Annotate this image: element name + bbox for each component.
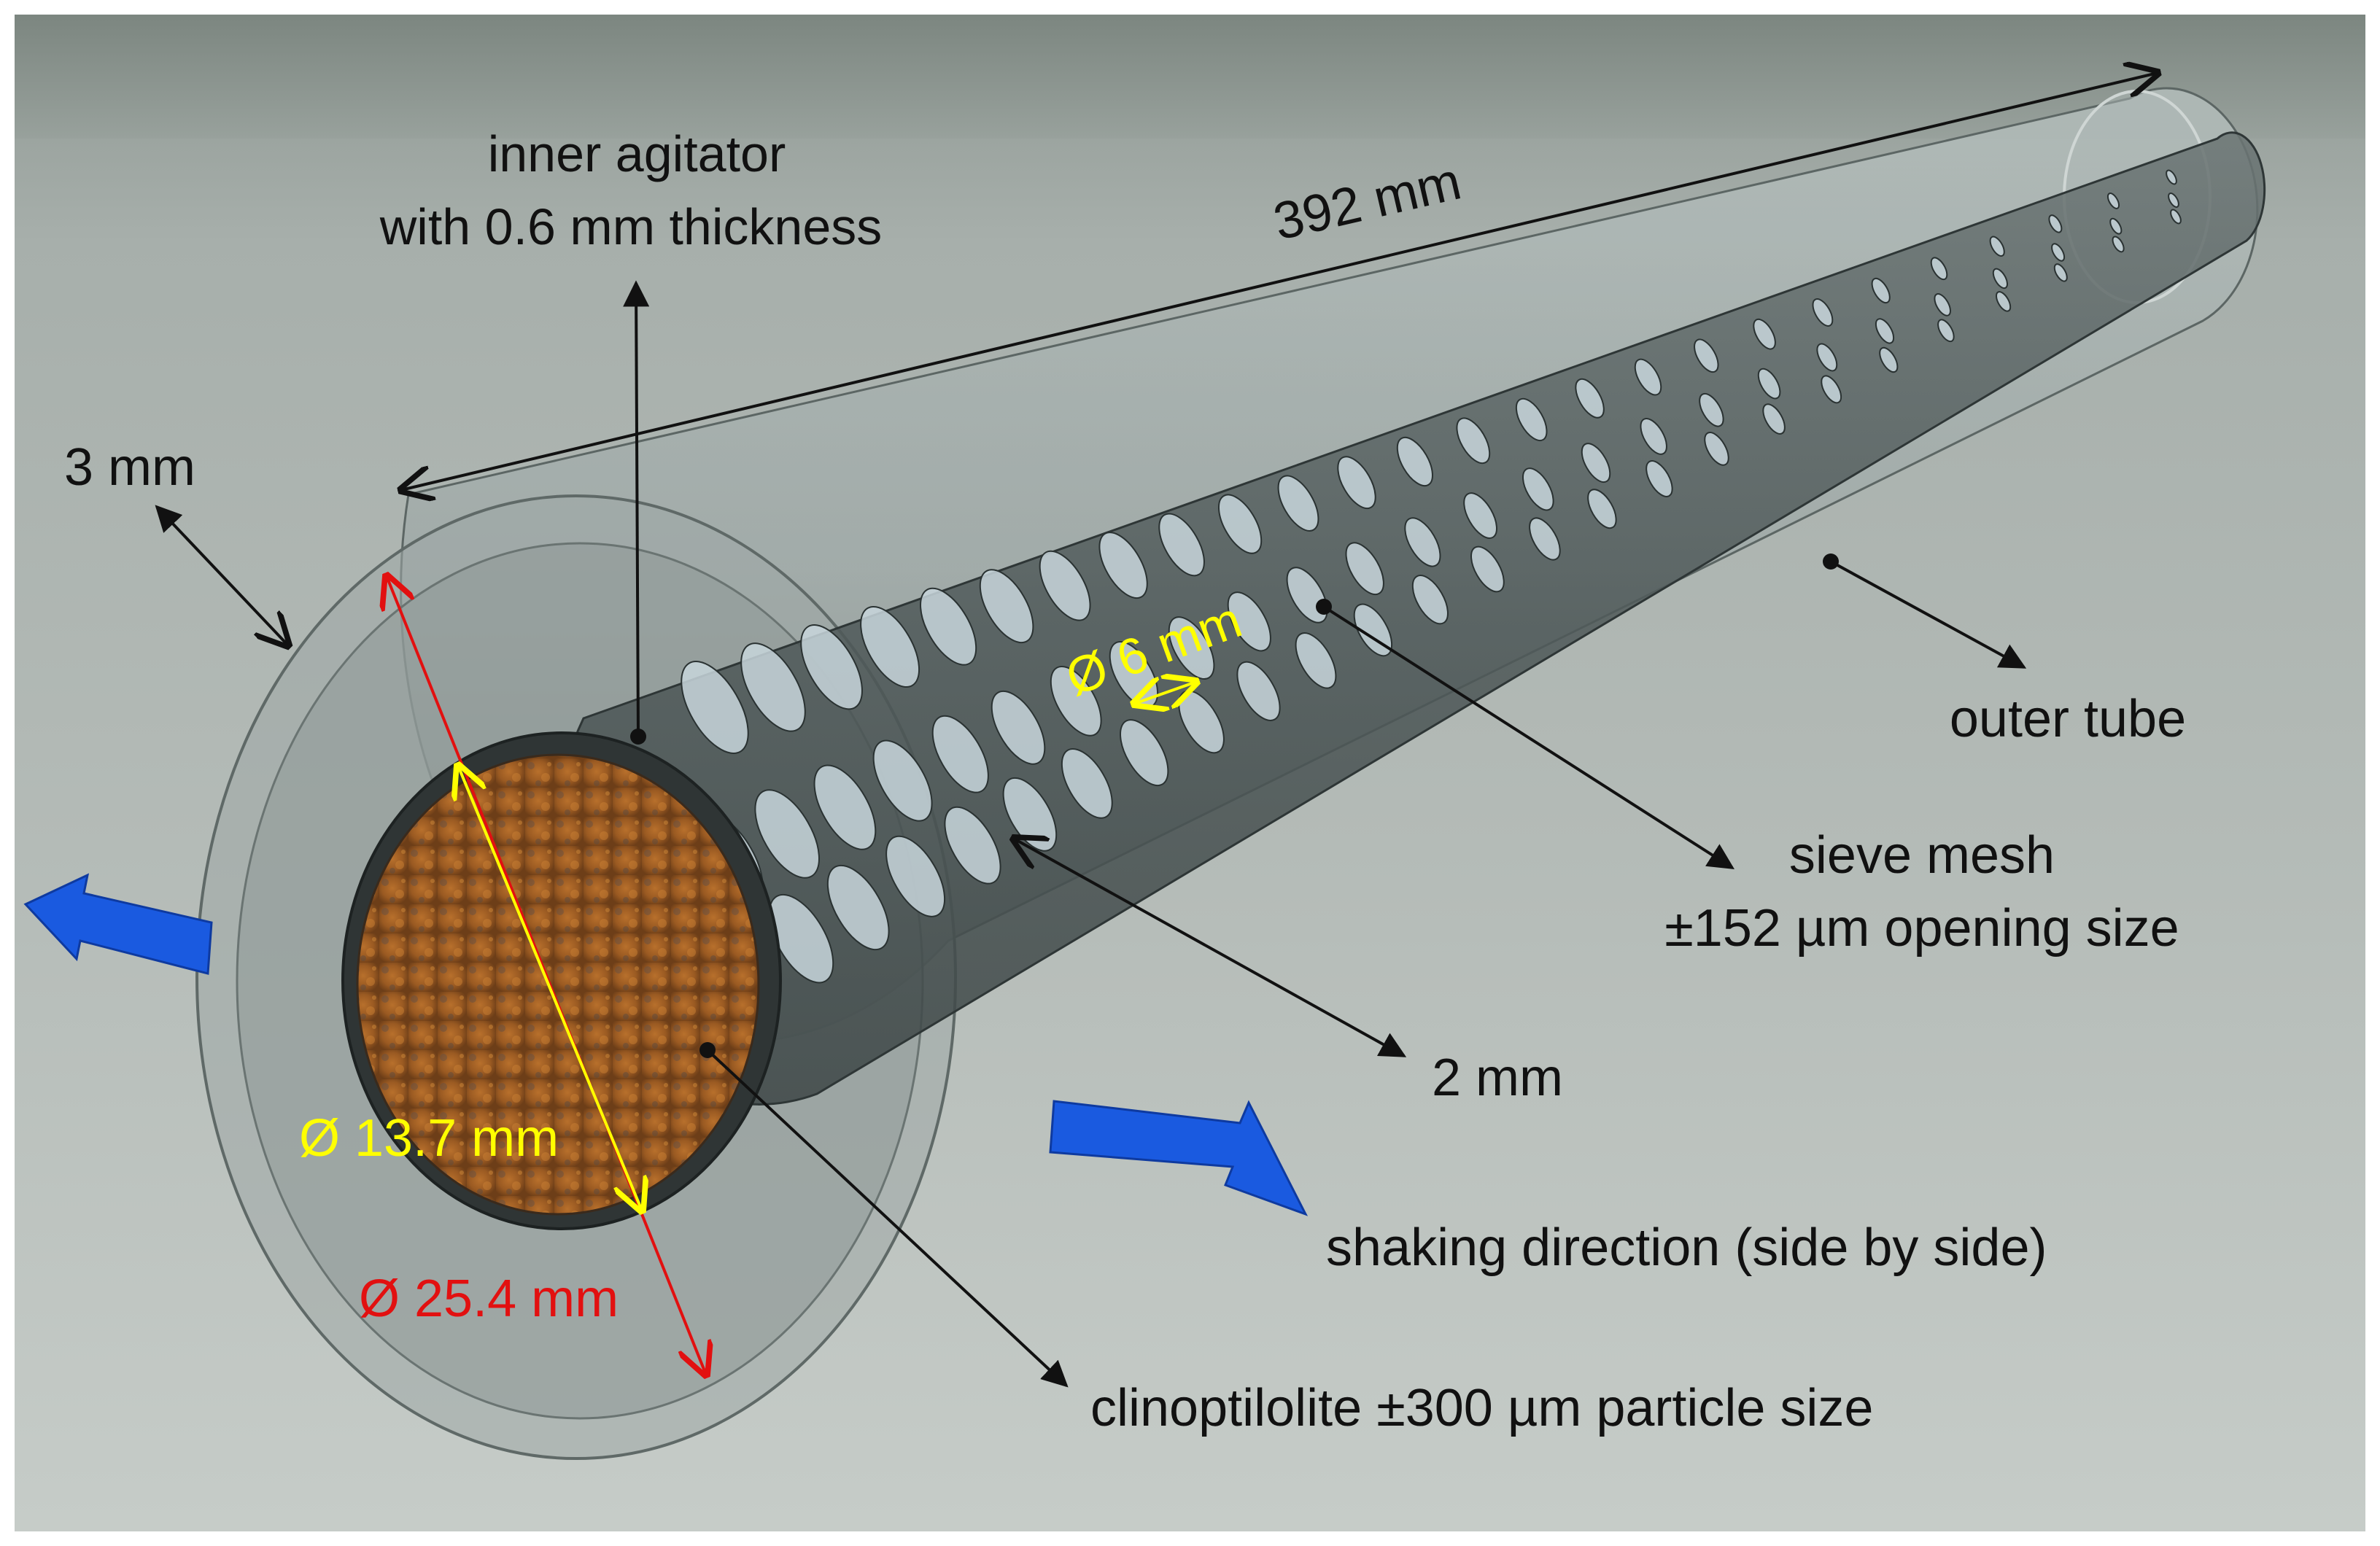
sieve-hole [979, 569, 1034, 644]
horizon-band [15, 15, 2365, 139]
clinoptilolite-label: clinoptilolite ±300 µm particle size [1090, 1379, 1873, 1437]
sieve-hole [1120, 719, 1169, 787]
sieve-hole [1411, 575, 1449, 625]
length-dimension-line [401, 73, 2158, 490]
outer-tube-label: outer tube [1950, 690, 2186, 748]
sieve-hole [740, 642, 806, 732]
sieve-hole [2166, 169, 2177, 185]
sieve-hole [1098, 532, 1148, 599]
sieve-hole [1295, 632, 1337, 689]
sieve-hole [991, 690, 1046, 765]
sieve-hole [1158, 513, 1205, 577]
sieve-hole [1168, 616, 1215, 680]
sieve-hole [2168, 193, 2179, 208]
sieve-hole [1404, 517, 1441, 567]
sieve-hole [1061, 747, 1113, 819]
sieve-label-line2: ±152 µm opening size [1664, 899, 2179, 957]
sieve-hole [1345, 542, 1384, 596]
gap-3mm-label: 3 mm [64, 438, 195, 497]
agitator-label-line1: inner agitator [488, 125, 786, 182]
shaking-arrow-right-icon [1049, 1100, 1309, 1216]
agitator-label-line2: with 0.6 mm thickness [379, 198, 883, 255]
clino-pointer-line [706, 1049, 1069, 1388]
sieve-hole [885, 835, 946, 917]
outer-diameter-label: Ø 25.4 mm [359, 1270, 619, 1328]
outer-tube-pointer-dot [1823, 553, 1839, 570]
sieve-hole [1039, 550, 1091, 621]
sieve-hole [1236, 661, 1281, 721]
sieve-label-line1: sieve mesh [1789, 826, 2055, 885]
sieve-pointer-dot [1316, 599, 1332, 615]
clino-pointer-dot [699, 1042, 716, 1058]
sieve-hole [768, 893, 834, 984]
hole-diameter-dimension-line [1134, 682, 1196, 704]
sieve-hole [872, 739, 933, 822]
sieve-hole [920, 587, 977, 666]
sieve-hole [2170, 209, 2182, 225]
gap-2mm-pointer-line [1014, 839, 1404, 1056]
sieve-hole [944, 806, 1001, 885]
sieve-hole [1050, 665, 1102, 737]
sieve-hole [800, 624, 863, 710]
shaking-direction-label: shaking direction (side by side) [1326, 1219, 2047, 1277]
sieve-hole [1227, 591, 1271, 652]
sieve-pointer-line [1322, 605, 1735, 869]
sieve-hole [826, 864, 890, 951]
outer-tube-pointer-line [1830, 560, 2027, 669]
sieve-hole [813, 764, 877, 850]
inner-diameter-label: Ø 13.7 mm [299, 1109, 559, 1168]
sieve-hole [1529, 517, 1561, 561]
shaking-arrow-left-icon [23, 873, 213, 975]
sieve-hole [931, 715, 989, 793]
gap-2mm-label: 2 mm [1432, 1049, 1563, 1107]
sieve-hole [860, 605, 920, 688]
sieve-hole [1470, 545, 1505, 593]
sieve-hole [754, 789, 821, 879]
gap-3mm-dimension-line [157, 507, 288, 645]
agitator-pointer-dot [630, 729, 646, 745]
inner-diameter-dimension-line [458, 766, 642, 1211]
